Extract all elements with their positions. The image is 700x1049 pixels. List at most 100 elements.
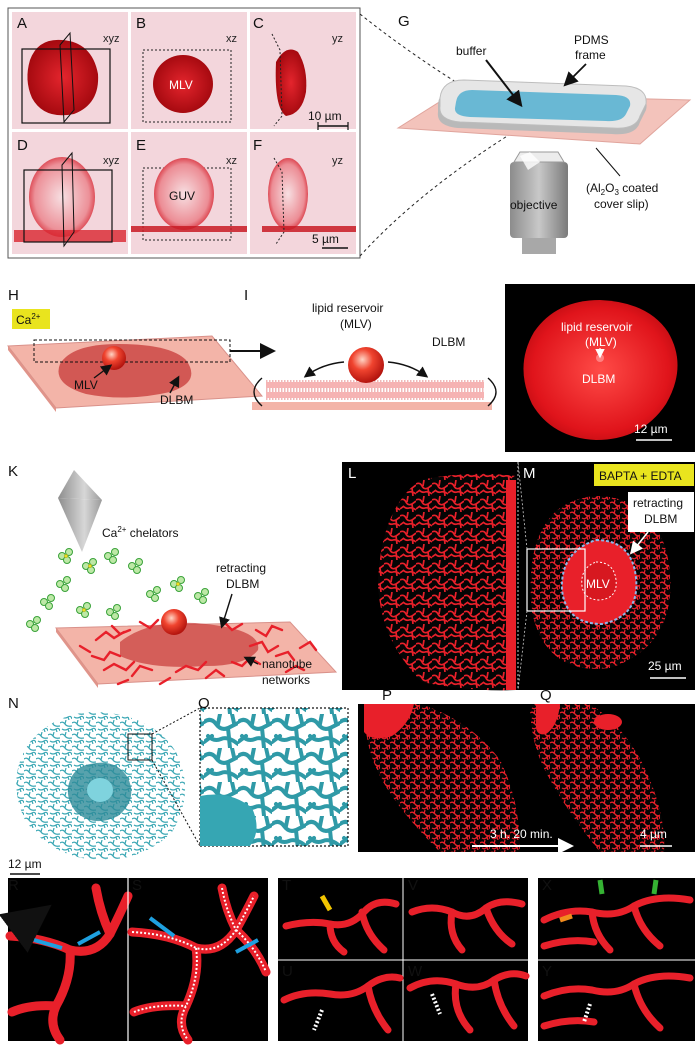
m-retracting-label-2: DLBM — [644, 512, 677, 526]
x-nanotubes — [540, 894, 694, 954]
k-nanotube-arrow — [243, 656, 259, 667]
n-center-region — [87, 778, 113, 802]
s-skeleton-overlay — [131, 887, 267, 1041]
k-chelator-molecules — [26, 548, 209, 632]
yz-dashed-plane — [271, 33, 283, 127]
xz-dashed-box — [142, 49, 232, 123]
panel-label-m: M — [523, 465, 536, 482]
m-zoom-line-top — [517, 461, 528, 550]
q-scale-label: 4 µm — [640, 827, 667, 841]
w-skeleton-bridge — [430, 993, 442, 1015]
panel-label-h: H — [8, 287, 19, 304]
panel-label-d: D — [17, 137, 28, 154]
k-mlv — [161, 609, 187, 635]
panel-label-p: P — [382, 687, 392, 704]
p-network — [364, 704, 520, 852]
k-nanotube-label-2: networks — [262, 673, 310, 687]
pdms-arrow — [563, 63, 587, 87]
u-skeleton-bridge — [312, 1009, 324, 1031]
panel-label-v: V — [408, 877, 418, 894]
l-nanotube-network — [378, 473, 516, 691]
i-reservoir-label-1: lipid reservoir — [312, 301, 383, 315]
guv-label-e: GUV — [169, 189, 195, 203]
y-skeleton-bridge — [582, 1003, 592, 1023]
buffer-label: buffer — [456, 44, 486, 58]
scale-label-bottom: 5 µm — [312, 232, 339, 246]
k-nanotube-networks — [78, 618, 318, 686]
view-label-xz: xz — [226, 33, 237, 45]
i-edge-right — [487, 377, 497, 407]
k-bound-chelators — [64, 554, 180, 612]
m-retracting-callout — [628, 492, 694, 532]
cover-slip-label-2: cover slip) — [594, 197, 649, 211]
ca-badge — [12, 309, 50, 329]
view-label-xyz: xyz — [103, 33, 120, 45]
i-flow-right — [387, 361, 429, 378]
v-nanotubes — [408, 898, 526, 954]
p-bulk-membrane — [364, 704, 414, 739]
o-dense-region — [200, 794, 257, 846]
q-network — [530, 704, 665, 852]
j-dlbm-disc — [523, 300, 678, 440]
panel-label-y: Y — [542, 963, 552, 980]
panel-label-o: O — [198, 695, 210, 712]
h-mlv — [102, 346, 126, 370]
j-reservoir-label-2: (MLV) — [585, 335, 617, 349]
cover-slip-label-1: (Al2O3 coated — [586, 181, 658, 197]
k-retracting-label-1: retracting — [216, 561, 266, 575]
i-edge-left — [253, 377, 263, 407]
x-green-arrow-left — [597, 879, 605, 895]
m-retracting-arrow — [630, 531, 649, 555]
zoom-curve-bottom — [359, 127, 521, 257]
pdms-label-1: PDMS — [574, 33, 609, 47]
m-mlv-outline — [581, 561, 617, 601]
h-dlbm-label: DLBM — [160, 393, 193, 407]
panel-label-n: N — [8, 695, 19, 712]
view-label-xz-e: xz — [226, 155, 237, 167]
x-green-arrow-right — [651, 879, 659, 895]
guv-yz-base — [262, 226, 356, 232]
xyz-bounding-box — [21, 48, 111, 124]
m-scale-label: 25 µm — [648, 659, 682, 673]
r-green-arrow — [0, 904, 52, 953]
k-retracting-label-2: DLBM — [226, 577, 259, 591]
panel-label-f: F — [253, 137, 262, 154]
t-nanotubes — [282, 898, 400, 956]
ca-badge-text: Ca2+ — [16, 312, 41, 327]
j-reservoir-label-1: lipid reservoir — [561, 320, 632, 334]
s-blue-arrow-right — [235, 938, 259, 954]
i-bilayer — [266, 380, 484, 400]
r-blue-arrow-right — [77, 930, 101, 946]
i-mlv — [348, 347, 384, 383]
cover-slip-leader — [595, 147, 621, 177]
m-retracting-label-1: retracting — [633, 496, 683, 510]
panel-label-t: T — [282, 877, 291, 894]
n-scale-label: 12 µm — [8, 857, 42, 871]
n-zoom-box — [127, 733, 153, 761]
l-dense-edge — [506, 480, 516, 690]
view-label-xyz-d: xyz — [103, 155, 120, 167]
panel-label-i: I — [244, 287, 248, 304]
guv-3d-render — [29, 157, 95, 237]
panel-label-e: E — [136, 137, 146, 154]
k-retracting-patch — [120, 622, 259, 667]
buffer-well — [454, 90, 631, 122]
panel-label-l: L — [348, 465, 356, 482]
xyz-slice-plane — [59, 31, 75, 124]
view-label-yz-f: yz — [332, 155, 343, 167]
objective-body — [510, 162, 568, 238]
panel-label-k: K — [8, 463, 18, 480]
j-scale-label: 12 µm — [634, 422, 668, 436]
h-dlbm-patch — [58, 344, 192, 398]
objective-highlight — [520, 152, 540, 170]
w-nanotubes — [406, 970, 530, 1034]
r-blue-arrow-left — [33, 938, 63, 950]
s-blue-arrow-left — [148, 916, 176, 938]
panel-label-c: C — [253, 15, 264, 32]
i-reservoir-label-2: (MLV) — [340, 317, 372, 331]
objective-base — [522, 238, 556, 254]
j-dlbm-label: DLBM — [582, 372, 615, 386]
t-yellow-arrow — [319, 894, 333, 912]
q-bulk-membrane — [536, 704, 560, 735]
view-label-yz: yz — [332, 33, 343, 45]
